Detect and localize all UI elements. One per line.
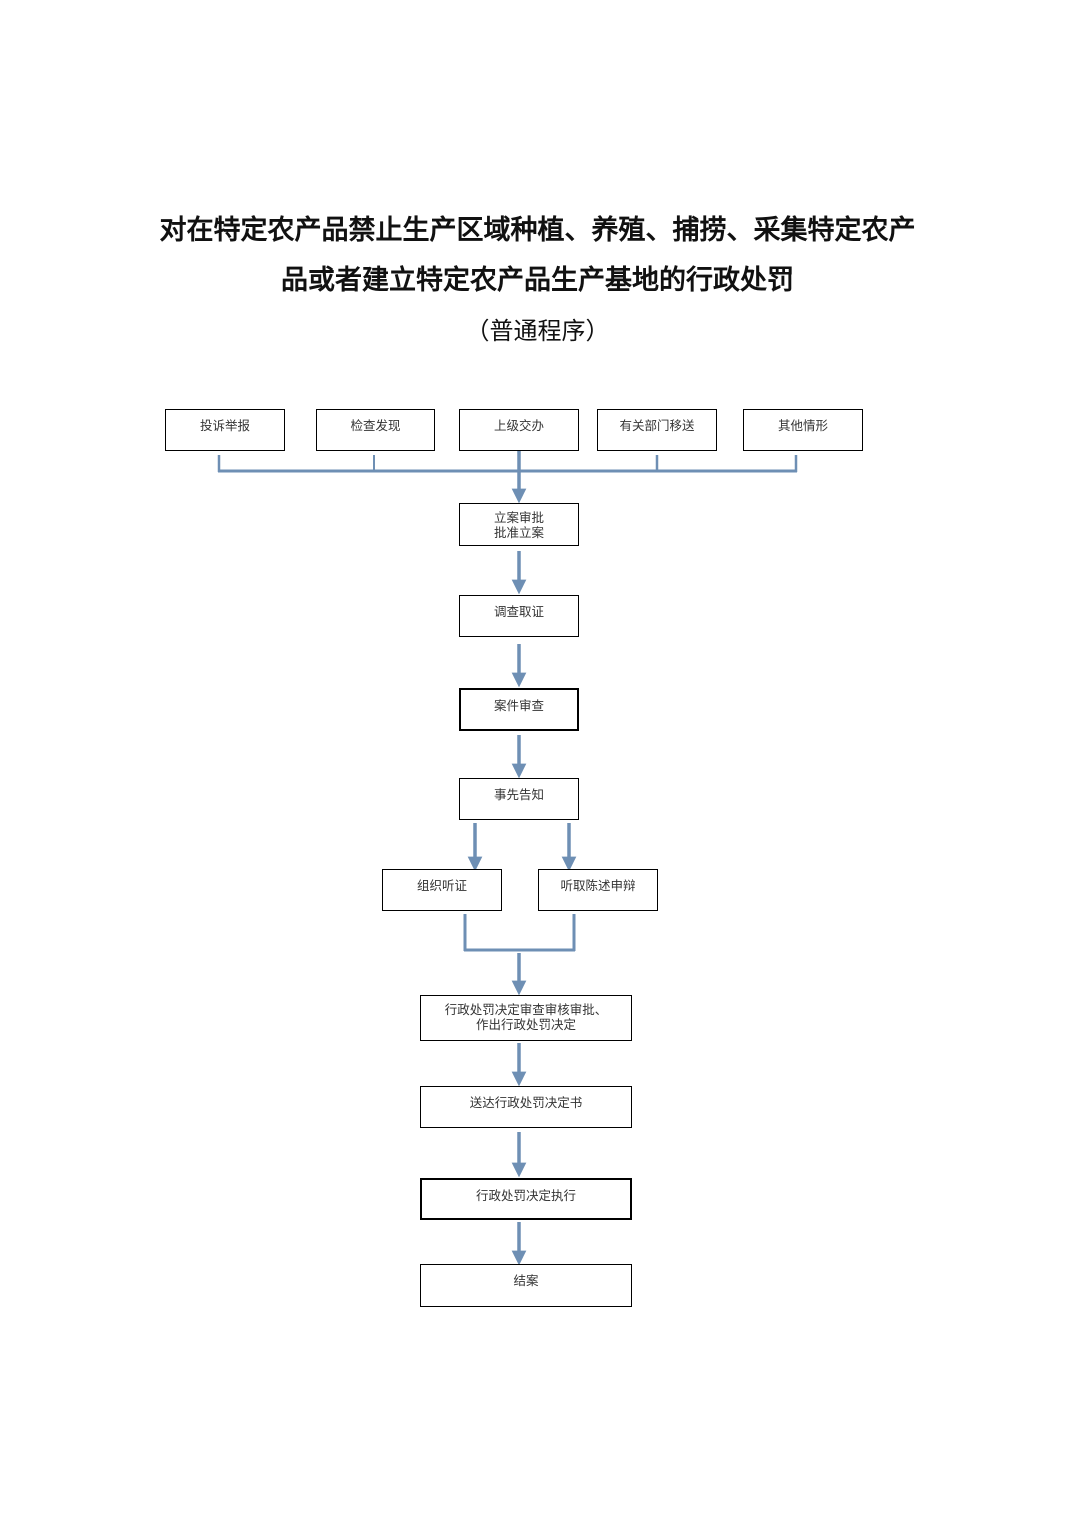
step-box-investigation: 调查取证 <box>459 595 579 637</box>
source-box-complaint: 投诉举报 <box>165 409 285 451</box>
source-box-superior-assigned: 上级交办 <box>459 409 579 451</box>
step-decision-line-2: 作出行政处罚决定 <box>475 1017 576 1032</box>
step-decision-line-1: 行政处罚决定审查审核审批、 <box>444 1002 608 1017</box>
source-box-department-transfer: 有关部门移送 <box>597 409 717 451</box>
step-box-case-review: 案件审查 <box>459 688 579 731</box>
document-subtitle: （普通程序） <box>465 317 610 345</box>
step-filing-line-1: 立案审批 <box>493 510 544 525</box>
document-title-line-2: 品或者建立特定农产品生产基地的行政处罚 <box>281 265 794 296</box>
step-box-filing: 立案审批 批准立案 <box>459 503 579 546</box>
step-box-prior-notice: 事先告知 <box>459 778 579 820</box>
step-box-penalty-decision: 行政处罚决定审查审核审批、 作出行政处罚决定 <box>420 995 632 1041</box>
step-box-statement-defense: 听取陈述申辩 <box>538 869 658 911</box>
step-box-execution: 行政处罚决定执行 <box>420 1178 632 1220</box>
step-box-hearing: 组织听证 <box>382 869 502 911</box>
source-box-inspection: 检查发现 <box>316 409 435 451</box>
source-box-other: 其他情形 <box>743 409 863 451</box>
step-filing-line-2: 批准立案 <box>493 525 544 540</box>
step-box-case-closed: 结案 <box>420 1264 632 1307</box>
step-box-delivery: 送达行政处罚决定书 <box>420 1086 632 1128</box>
document-title-line-1: 对在特定农产品禁止生产区域种植、养殖、捕捞、采集特定农产 <box>159 215 916 246</box>
